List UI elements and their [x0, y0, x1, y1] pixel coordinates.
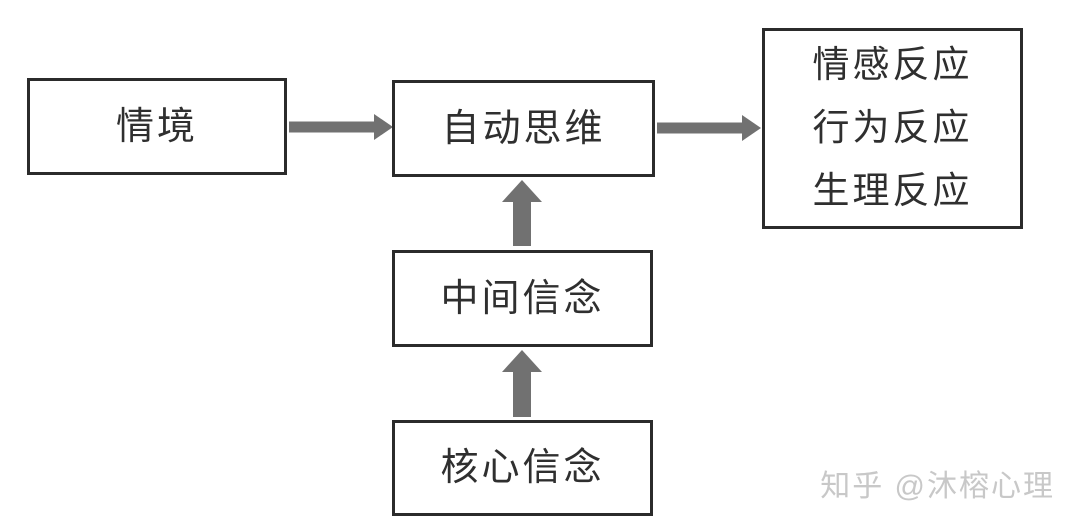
node-automatic-thoughts-label: 自动思维	[441, 107, 606, 150]
node-intermediate-beliefs: 中间信念	[392, 250, 653, 347]
arrow-shaft	[513, 199, 531, 246]
arrow-shaft	[657, 122, 744, 134]
arrow-situation-to-automatic-thoughts	[289, 113, 393, 141]
arrow-shaft	[289, 121, 376, 133]
node-situation: 情境	[27, 78, 287, 175]
arrow-head-up-icon	[502, 180, 542, 202]
node-automatic-thoughts: 自动思维	[392, 80, 655, 177]
node-core-beliefs: 核心信念	[392, 420, 653, 516]
arrow-intermediate-beliefs-to-automatic-thoughts	[502, 180, 542, 246]
arrow-core-beliefs-to-intermediate-beliefs	[502, 350, 542, 417]
arrow-head-up-icon	[502, 350, 542, 372]
node-reactions-line-behavioral: 行为反应	[812, 108, 973, 149]
node-reactions: 情感反应 行为反应 生理反应	[762, 28, 1023, 229]
node-intermediate-beliefs-label: 中间信念	[440, 277, 605, 320]
node-core-beliefs-label: 核心信念	[440, 447, 605, 489]
arrow-automatic-thoughts-to-reactions	[657, 114, 761, 142]
node-reactions-line-physiological: 生理反应	[812, 171, 973, 212]
arrow-head-right-icon	[742, 115, 761, 141]
node-reactions-line-emotional: 情感反应	[812, 45, 973, 86]
arrow-head-right-icon	[374, 114, 393, 140]
watermark: 知乎 @沐榕心理	[820, 470, 1055, 503]
arrow-shaft	[513, 369, 531, 417]
node-situation-label: 情境	[115, 105, 198, 148]
